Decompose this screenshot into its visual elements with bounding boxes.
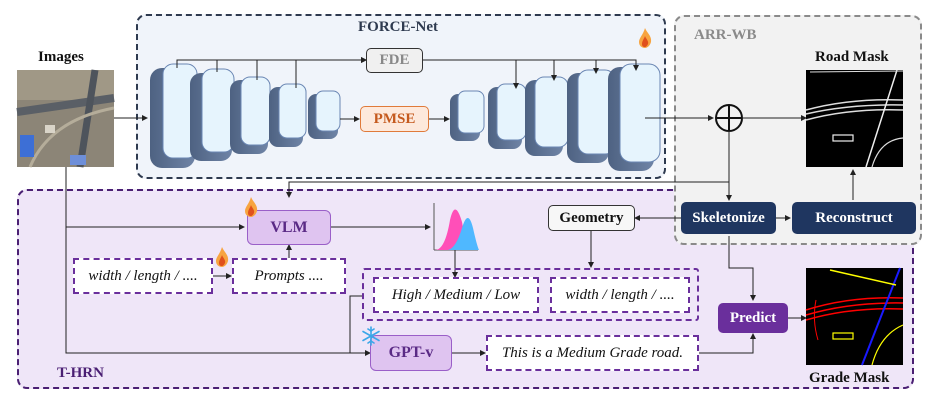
- decoder-blocks: [450, 63, 661, 171]
- predict-button[interactable]: Predict: [718, 303, 788, 333]
- arr-wb-title: ARR-WB: [694, 27, 757, 43]
- distribution-plot-icon: [433, 203, 479, 251]
- geometry-box[interactable]: Geometry: [548, 205, 635, 231]
- flame-icon: [639, 28, 652, 48]
- gpt-v-box[interactable]: GPT-v: [370, 335, 452, 371]
- wire-image-down: [65, 167, 362, 354]
- grade-mask-image: [805, 267, 904, 366]
- reconstruct-button[interactable]: Reconstruct: [792, 202, 916, 234]
- flame-icon: [216, 247, 229, 267]
- fde-box[interactable]: FDE: [366, 48, 423, 73]
- images-label: Images: [38, 49, 84, 65]
- grade-attribute-group: [362, 268, 699, 321]
- prompts-box[interactable]: Prompts ....: [232, 258, 346, 294]
- output-sentence-box[interactable]: This is a Medium Grade road.: [486, 335, 699, 371]
- snowflake-icon: [362, 326, 380, 346]
- force-net-title: FORCE-Net: [358, 19, 438, 35]
- satellite-image: [16, 69, 115, 168]
- pmse-box[interactable]: PMSE: [360, 106, 429, 132]
- circled-plus-icon: [715, 104, 743, 132]
- encoder-blocks: [150, 63, 341, 168]
- grade-mask-label: Grade Mask: [809, 370, 890, 386]
- wire-grade-to-gpt: [349, 295, 362, 353]
- geometry-attribute-box[interactable]: width / length / ....: [550, 277, 690, 313]
- road-mask-image: [805, 69, 904, 168]
- t-hrn-title: T-HRN: [57, 365, 104, 381]
- grade-options-box[interactable]: High / Medium / Low: [373, 277, 539, 313]
- vlm-box[interactable]: VLM: [247, 210, 331, 245]
- road-mask-label: Road Mask: [815, 49, 889, 65]
- attribute-input-box[interactable]: width / length / ....: [73, 258, 213, 294]
- flame-icon: [245, 197, 258, 217]
- skeletonize-button[interactable]: Skeletonize: [681, 202, 776, 234]
